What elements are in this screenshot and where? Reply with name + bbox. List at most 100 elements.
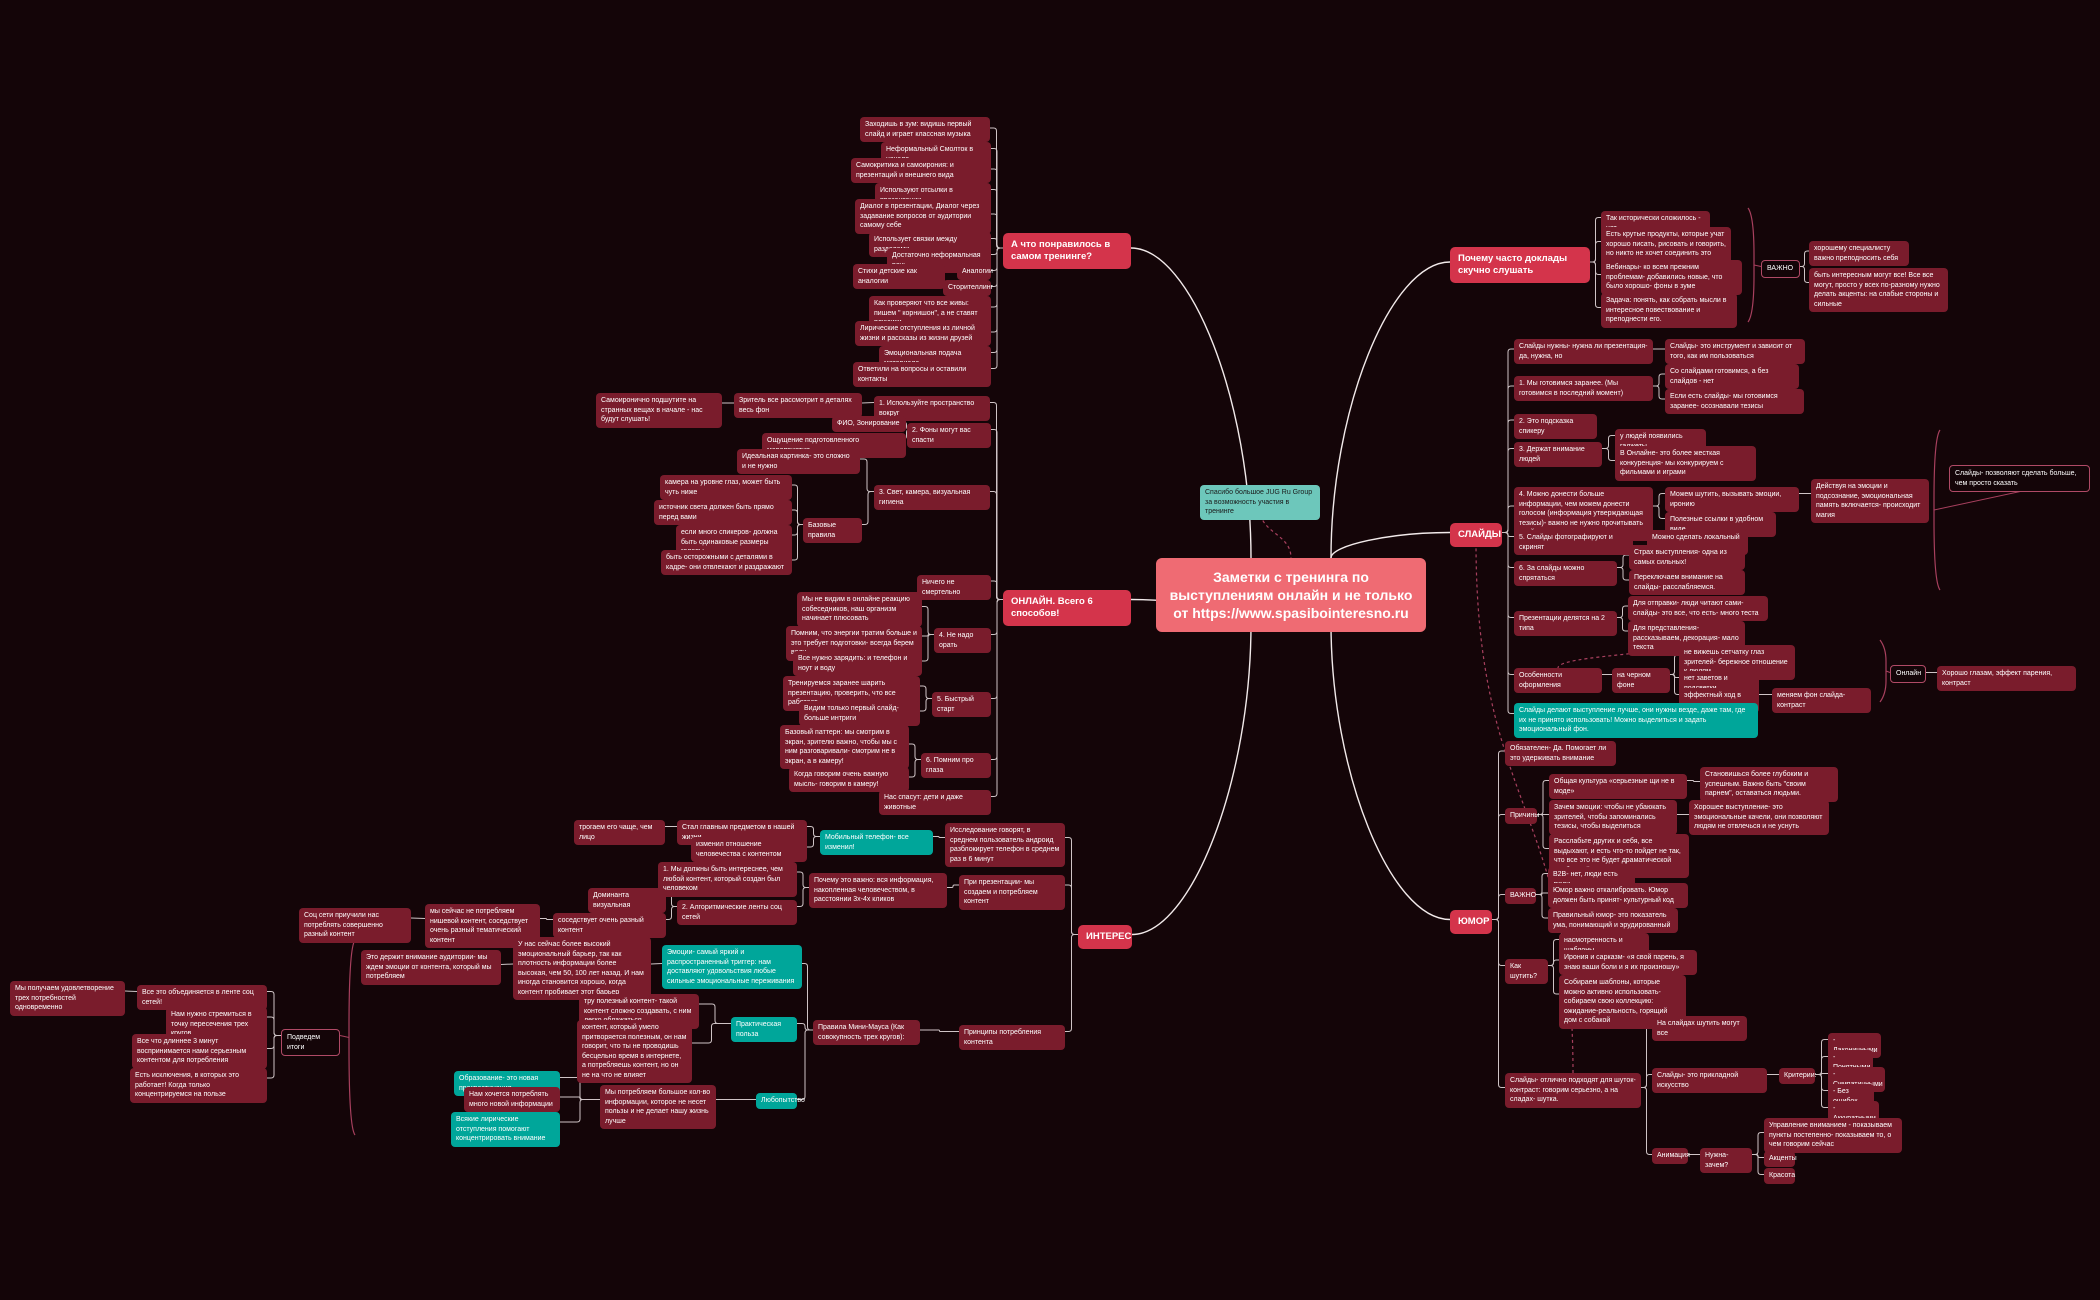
topic-node[interactable]: Страх выступления- одна из самых сильных…: [1629, 545, 1745, 570]
topic-node[interactable]: Аналогии: [957, 264, 993, 280]
topic-node[interactable]: В Онлайне- это более жесткая конкуренция…: [1615, 446, 1756, 481]
topic-node[interactable]: Диалог в презентации, Диалог через задав…: [855, 199, 991, 234]
main-topic-node[interactable]: СЛАЙДЫ: [1450, 523, 1502, 547]
topic-node[interactable]: хорошему специалисту важно преподносить …: [1809, 241, 1909, 266]
topic-node[interactable]: Критерии:: [1779, 1068, 1817, 1084]
topic-node[interactable]: У нас сейчас более высокий эмоциональный…: [513, 937, 651, 1000]
topic-node[interactable]: 6. Помним про глаза: [921, 753, 991, 778]
topic-node[interactable]: 1. Мы должны быть интереснее, чем любой …: [658, 862, 797, 897]
topic-node[interactable]: Онлайн: [1890, 665, 1926, 683]
topic-node[interactable]: Зачем эмоции: чтобы не убаюкать зрителей…: [1549, 800, 1677, 835]
topic-node[interactable]: Принципы потребления контента: [959, 1025, 1065, 1050]
main-topic-node[interactable]: ЮМОР: [1450, 910, 1492, 934]
topic-node[interactable]: Вебинары- ко всем прежним проблемам- доб…: [1601, 260, 1742, 295]
topic-node[interactable]: При презентации- мы создаем и потребляем…: [959, 875, 1065, 910]
topic-node[interactable]: Хорошее выступление- это эмоциональные к…: [1689, 800, 1829, 835]
topic-node[interactable]: Хорошо глазам, эффект парения, контраст: [1937, 666, 2076, 691]
topic-node[interactable]: ВАЖНО: [1761, 260, 1800, 278]
topic-node[interactable]: Доминанта визуальная: [588, 888, 666, 913]
topic-node[interactable]: соседствует очень разный контент: [553, 913, 666, 938]
main-topic-node[interactable]: ОНЛАЙН. Всего 6 способов!: [1003, 590, 1131, 626]
topic-node[interactable]: Причины: [1505, 808, 1539, 824]
topic-node[interactable]: быть осторожными с деталями в кадре- они…: [661, 550, 792, 575]
topic-node[interactable]: 4. Не надо орать: [934, 628, 991, 653]
main-topic-node[interactable]: Почему часто доклады скучно слушать: [1450, 247, 1590, 283]
topic-node[interactable]: Видим только первый слайд- больше интриг…: [799, 701, 920, 726]
topic-node[interactable]: Со слайдами готовимся, а без слайдов - н…: [1665, 364, 1799, 389]
topic-node[interactable]: 3. Свет, камера, визуальная гигиена: [874, 485, 990, 510]
topic-node[interactable]: Красота: [1764, 1168, 1795, 1184]
topic-node[interactable]: 6. За слайды можно спрятаться: [1514, 561, 1617, 586]
topic-node[interactable]: 3. Держат внимание людей: [1514, 442, 1602, 467]
topic-node[interactable]: Особенности оформления: [1514, 668, 1602, 693]
topic-node[interactable]: ВАЖНО: [1505, 888, 1536, 904]
central-topic[interactable]: Заметки с тренинга по выступлениям онлай…: [1156, 558, 1426, 632]
topic-node[interactable]: Можем шутить, вызывать эмоции, иронию: [1665, 487, 1799, 512]
topic-node[interactable]: 1. Мы готовимся заранее. (Мы готовимся в…: [1514, 376, 1653, 401]
topic-node[interactable]: Обязателен- Да. Помогает ли это удержива…: [1505, 741, 1616, 766]
topic-node[interactable]: Заходишь в зум: видишь первый слайд и иг…: [860, 117, 990, 142]
topic-node[interactable]: Сторителлинг: [943, 280, 993, 296]
topic-node[interactable]: Акценты: [1764, 1151, 1797, 1167]
topic-node[interactable]: Как шутить?: [1505, 959, 1548, 984]
topic-node[interactable]: Всякие лирические отступления помогают к…: [451, 1112, 560, 1147]
topic-node[interactable]: Слайды- это инструмент и зависит от того…: [1665, 339, 1805, 364]
topic-node[interactable]: Анимация: [1652, 1148, 1690, 1164]
topic-node[interactable]: трогаем его чаще, чем лицо: [574, 820, 665, 845]
topic-node[interactable]: камера на уровне глаз, может быть чуть н…: [660, 475, 792, 500]
topic-node[interactable]: Самоиронично подшутите на странных вещах…: [596, 393, 722, 428]
topic-node[interactable]: 5. Быстрый старт: [932, 692, 991, 717]
topic-node[interactable]: Юмор важно откалибровать. Юмор должен бы…: [1548, 883, 1688, 908]
topic-node[interactable]: Нам хочется потреблять много новой инфор…: [464, 1087, 560, 1112]
topic-node[interactable]: Все что длиннее 3 минут воспринимается н…: [132, 1034, 267, 1069]
topic-node[interactable]: Мобильный телефон- все изменил!: [820, 830, 933, 855]
topic-node[interactable]: Становишься более глубоким и успешным. В…: [1700, 767, 1838, 802]
topic-node[interactable]: Правильный юмор- это показатель ума, пон…: [1548, 908, 1678, 933]
topic-node[interactable]: Есть исключения, в которых это работает!…: [130, 1068, 267, 1103]
topic-node[interactable]: Задача: понять, как собрать мысли в инте…: [1601, 293, 1737, 328]
topic-node[interactable]: Все это объединяется в ленте соц сетей!: [137, 985, 267, 1010]
topic-node[interactable]: Нужна- зачем?: [1700, 1148, 1752, 1173]
topic-node[interactable]: Это держит внимание аудитории- мы ждем э…: [361, 950, 501, 985]
topic-node[interactable]: ФИО, Зонирование: [832, 416, 906, 432]
topic-node[interactable]: Мы потребляем большое кол-во информации,…: [600, 1085, 716, 1129]
topic-node[interactable]: Базовые правила: [803, 518, 862, 543]
topic-node[interactable]: контент, который умело притворяется поле…: [577, 1020, 692, 1083]
topic-node[interactable]: На слайдах шутить могут все: [1652, 1016, 1747, 1041]
topic-node[interactable]: Слайды делают выступление лучше, они нуж…: [1514, 703, 1758, 738]
topic-node[interactable]: Общая культура «серьезные щи не в моде»: [1549, 774, 1687, 799]
topic-node[interactable]: Переключаем внимание на слайды- расслабл…: [1629, 570, 1745, 595]
topic-node[interactable]: Эмоции- самый яркий и распространенный т…: [662, 945, 802, 989]
topic-node[interactable]: Нас спасут: дети и даже животные: [879, 790, 991, 815]
topic-node[interactable]: Если есть слайды- мы готовимся заранее- …: [1665, 389, 1804, 414]
topic-node[interactable]: изменил отношение человечества с контент…: [691, 837, 807, 862]
topic-node[interactable]: меняем фон слайда- контраст: [1772, 688, 1871, 713]
topic-node[interactable]: Слайды- позволяют сделать больше, чем пр…: [1949, 465, 2090, 492]
topic-node[interactable]: Когда говорим очень важную мысль- говори…: [789, 767, 909, 792]
topic-node[interactable]: Слайды- это прикладной искусство: [1652, 1068, 1767, 1093]
topic-node[interactable]: Ответили на вопросы и оставили контакты: [853, 362, 991, 387]
topic-node[interactable]: Любопытство: [756, 1093, 805, 1109]
topic-node[interactable]: 5. Слайды фотографируют и скринят: [1514, 530, 1633, 555]
topic-node[interactable]: Мы получаем удовлетворение трех потребно…: [10, 981, 125, 1016]
topic-node[interactable]: Действуя на эмоции и подсознание, эмоцио…: [1811, 479, 1929, 523]
topic-node[interactable]: Управление вниманием - показываем пункты…: [1764, 1118, 1902, 1153]
topic-node[interactable]: Исследование говорят, в среднем пользова…: [945, 823, 1065, 867]
topic-node[interactable]: Ирония и сарказм- «я свой парень, я знаю…: [1559, 950, 1697, 975]
topic-node[interactable]: Мы не видим в онлайне реакцию собеседник…: [797, 592, 922, 627]
topic-node[interactable]: источник света должен быть прямо перед в…: [654, 500, 792, 525]
topic-node[interactable]: Стихи детские как аналогии: [853, 264, 945, 289]
topic-node[interactable]: Базовый паттерн: мы смотрим в экран, зри…: [780, 725, 909, 769]
main-topic-node[interactable]: А что понравилось в самом тренинге?: [1003, 233, 1131, 269]
topic-node[interactable]: быть интересным могут все! Все все могут…: [1809, 268, 1948, 312]
topic-node[interactable]: Слайды- отлично подходят для шуток- конт…: [1505, 1073, 1641, 1108]
topic-node[interactable]: Соц сети приучили нас потреблять соверше…: [299, 908, 411, 943]
topic-node[interactable]: Почему это важно: вся информация, накопл…: [809, 873, 947, 908]
topic-node[interactable]: Подведем итоги: [281, 1029, 340, 1056]
topic-node[interactable]: Ничего не смертельно: [917, 575, 991, 600]
topic-node[interactable]: Презентации делятся на 2 типа: [1514, 611, 1617, 636]
topic-node[interactable]: Спасибо большое JUG Ru Group за возможно…: [1200, 485, 1320, 520]
topic-node[interactable]: мы сейчас не потребляем нишевой контент,…: [425, 904, 540, 948]
main-topic-node[interactable]: ИНТЕРЕС: [1078, 925, 1132, 949]
